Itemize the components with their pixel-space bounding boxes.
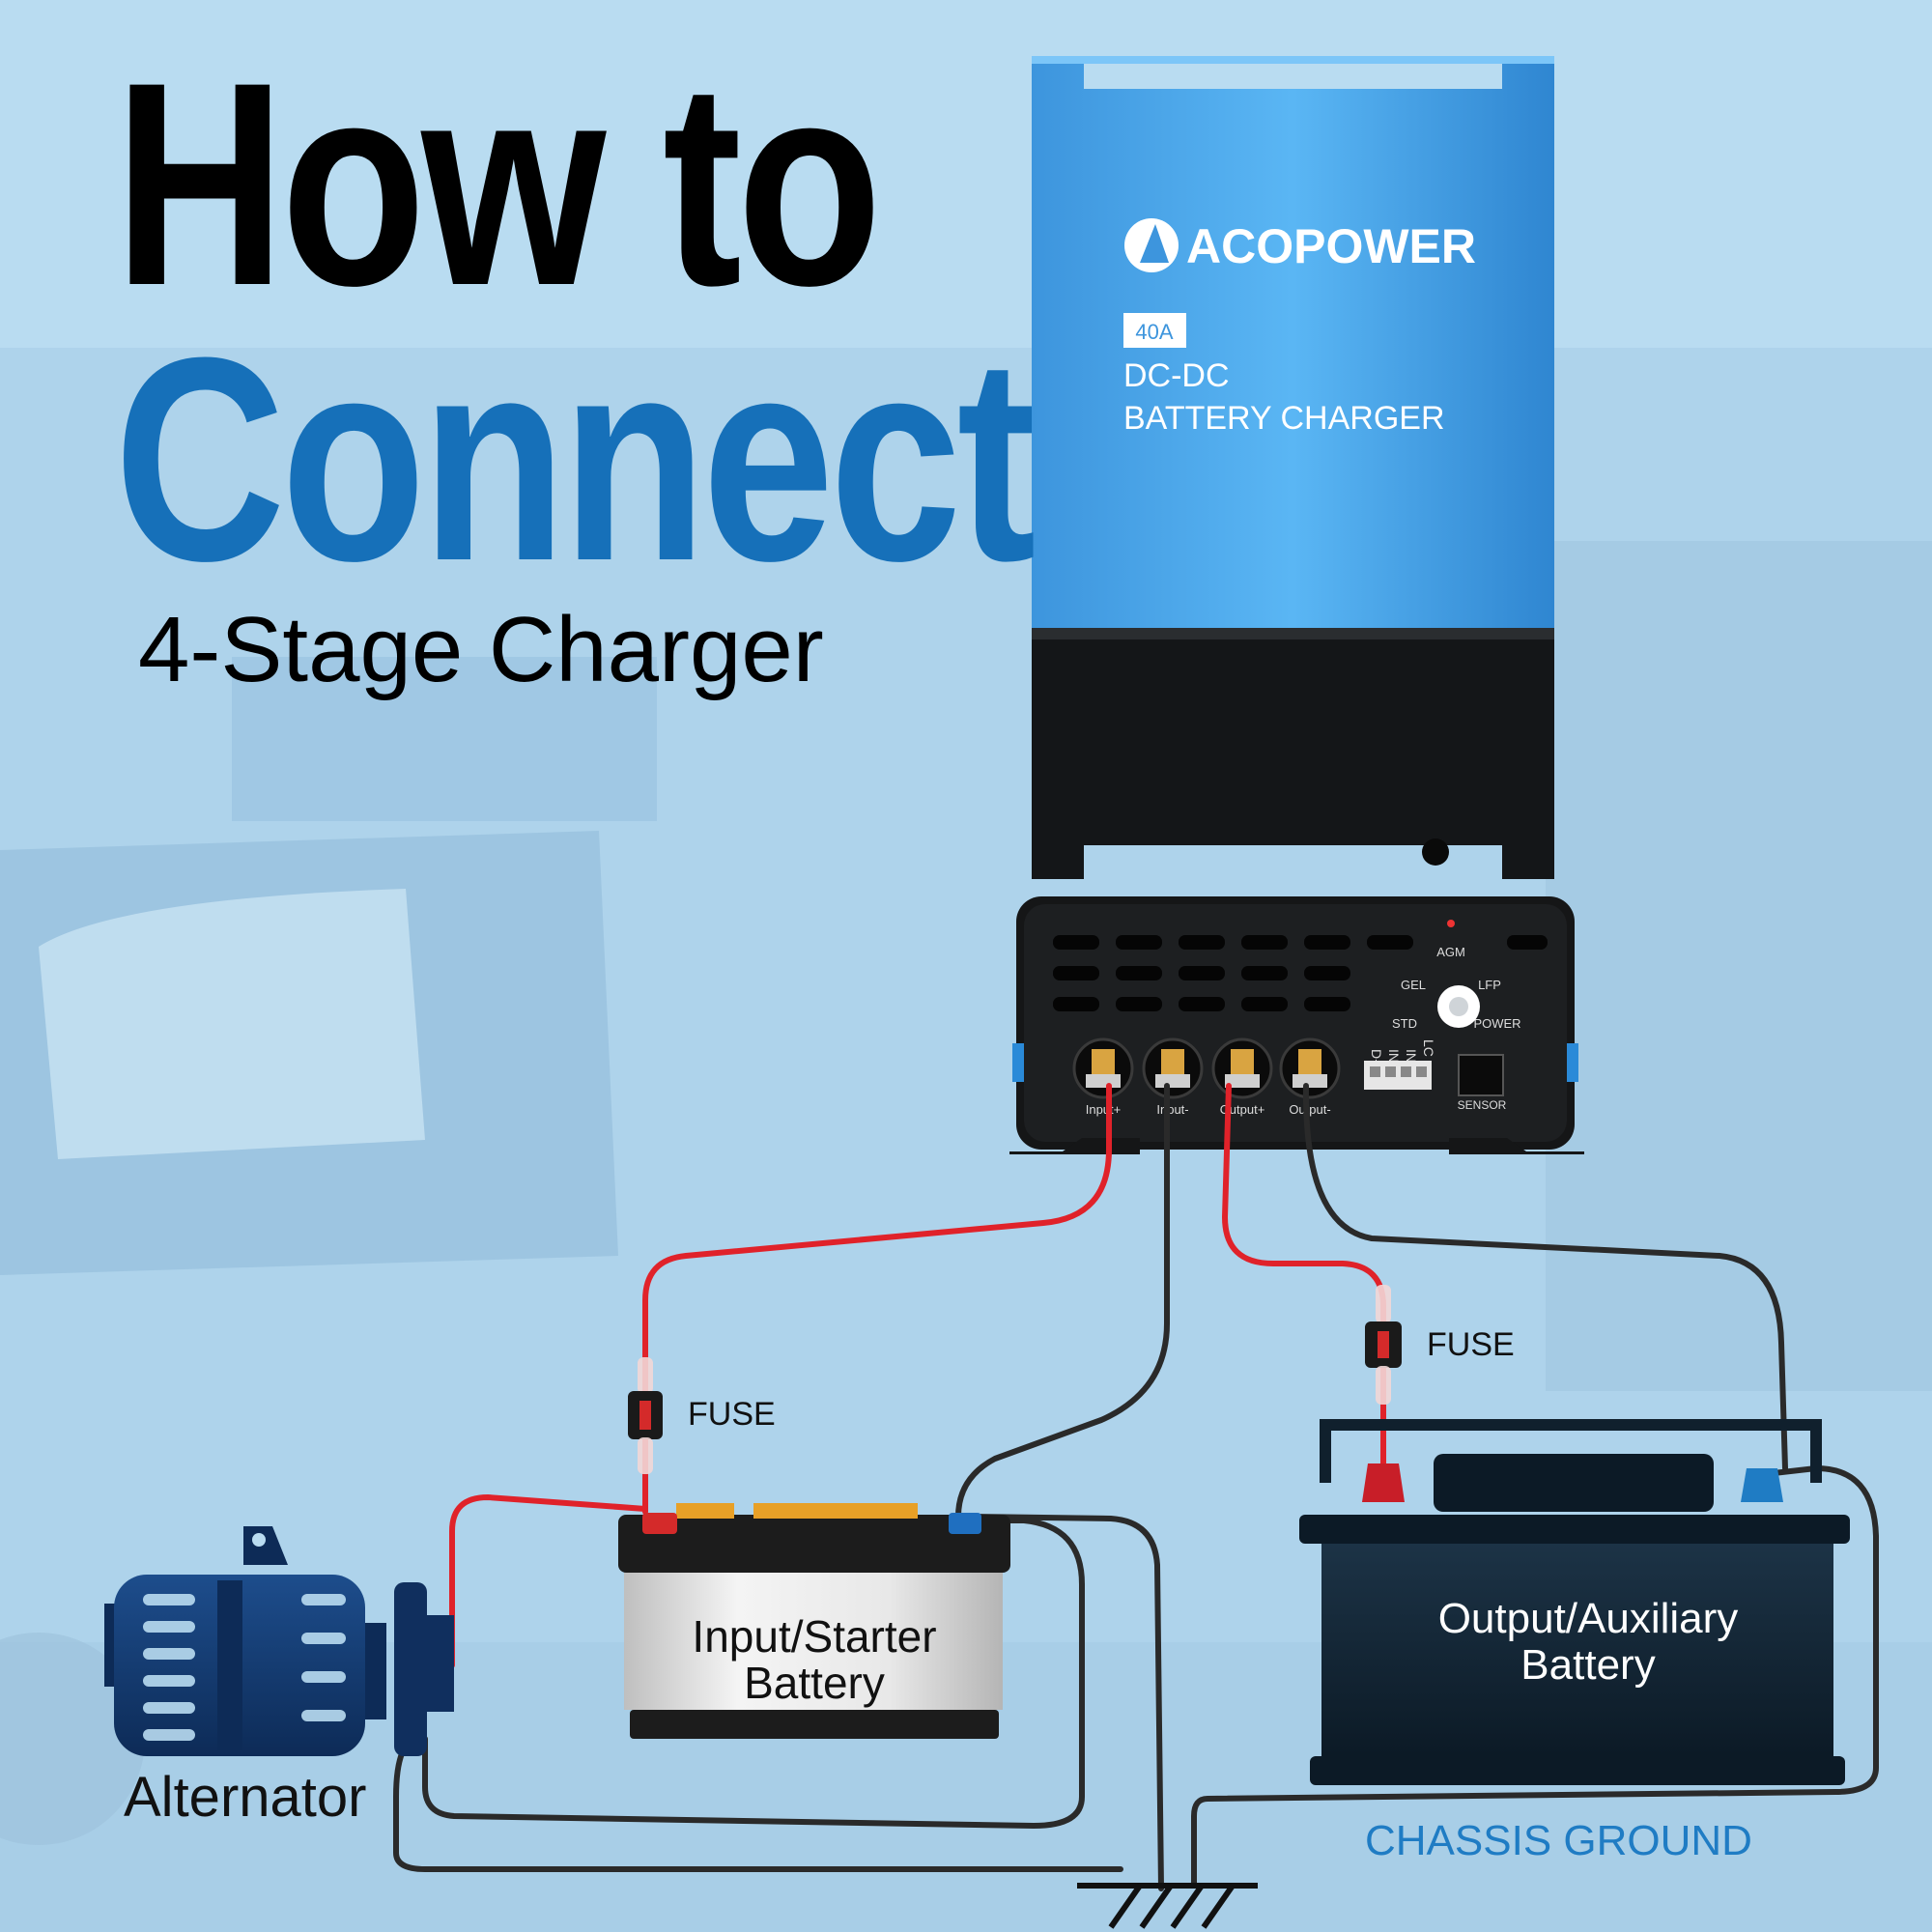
sensor-port[interactable] bbox=[1458, 1054, 1504, 1096]
mode-lfp-label: LFP bbox=[1478, 978, 1501, 992]
alternator bbox=[104, 1526, 454, 1756]
rating-badge bbox=[1123, 313, 1186, 348]
aux-battery-label-2: Battery bbox=[1520, 1641, 1655, 1689]
wire-starter-chassis bbox=[973, 1514, 1164, 1891]
fuse-right bbox=[1365, 1285, 1402, 1405]
headline-line-3: 4-Stage Charger bbox=[138, 598, 824, 701]
wire-aux-chassis bbox=[1191, 1465, 1879, 1887]
chassis-ground-label: CHASSIS GROUND bbox=[1365, 1817, 1752, 1864]
aux-negative-terminal bbox=[1741, 1468, 1783, 1502]
terminal-label-input-plus: Input+ bbox=[1086, 1102, 1122, 1117]
mode-power-label: POWER bbox=[1473, 1016, 1520, 1031]
terminal-input-plus[interactable] bbox=[1072, 1037, 1134, 1099]
aux-battery-label-1: Output/Auxiliary bbox=[1438, 1595, 1739, 1642]
mode-agm-label: AGM bbox=[1436, 945, 1465, 959]
starter-positive-terminal bbox=[642, 1513, 677, 1534]
model-line-2: BATTERY CHARGER bbox=[1123, 400, 1445, 437]
sensor-label: SENSOR bbox=[1458, 1098, 1507, 1112]
alternator-label: Alternator bbox=[124, 1766, 366, 1829]
starter-battery-label-1: Input/Starter bbox=[692, 1611, 936, 1662]
auxiliary-battery: Output/Auxiliary Battery bbox=[1299, 1419, 1850, 1785]
model-line-1: DC-DC bbox=[1123, 357, 1230, 394]
starter-battery-label-2: Battery bbox=[744, 1658, 885, 1708]
mode-selector: AGM GEL LFP STD POWER bbox=[1392, 920, 1521, 1031]
wire-input-negative bbox=[955, 1083, 1170, 1520]
mode-std-label: STD bbox=[1392, 1016, 1417, 1031]
signal-connector: D+ IN+ IN- LC bbox=[1364, 1039, 1436, 1090]
fuse-right-label: FUSE bbox=[1427, 1326, 1515, 1363]
terminal-output-minus[interactable] bbox=[1279, 1037, 1341, 1099]
rating-badge-text: 40A bbox=[1135, 320, 1173, 344]
dc-dc-charger: ACOPOWER 40A DC-DC BATTERY CHARGER AGM G… bbox=[1009, 56, 1584, 1154]
wire-alternator-positive bbox=[449, 1494, 648, 1668]
fuse-left bbox=[628, 1357, 663, 1474]
terminal-output-plus[interactable] bbox=[1211, 1037, 1273, 1099]
acopower-logo: ACOPOWER bbox=[1124, 218, 1476, 273]
terminal-input-minus[interactable] bbox=[1142, 1037, 1204, 1099]
fuse-left-label: FUSE bbox=[688, 1396, 776, 1433]
headline-line-2: Connect bbox=[114, 297, 1036, 621]
aux-positive-terminal bbox=[1362, 1463, 1405, 1502]
vent-slots bbox=[1053, 935, 1548, 1011]
starter-battery: Input/Starter Battery bbox=[618, 1503, 1010, 1739]
headline-line-1: How to bbox=[114, 21, 882, 346]
wire-input-positive bbox=[642, 1083, 1112, 1515]
wire-output-negative bbox=[1302, 1083, 1788, 1471]
brand-name: ACOPOWER bbox=[1186, 219, 1476, 273]
chassis-ground-symbol bbox=[1077, 1883, 1258, 1929]
terminal-label-output-minus: Output- bbox=[1289, 1102, 1330, 1117]
terminal-label-input-minus: Input- bbox=[1156, 1102, 1188, 1117]
wire-starter-ground-loop bbox=[422, 1518, 1085, 1829]
mode-gel-label: GEL bbox=[1401, 978, 1426, 992]
starter-negative-terminal bbox=[949, 1513, 981, 1534]
pin-lc: LC bbox=[1421, 1039, 1436, 1057]
